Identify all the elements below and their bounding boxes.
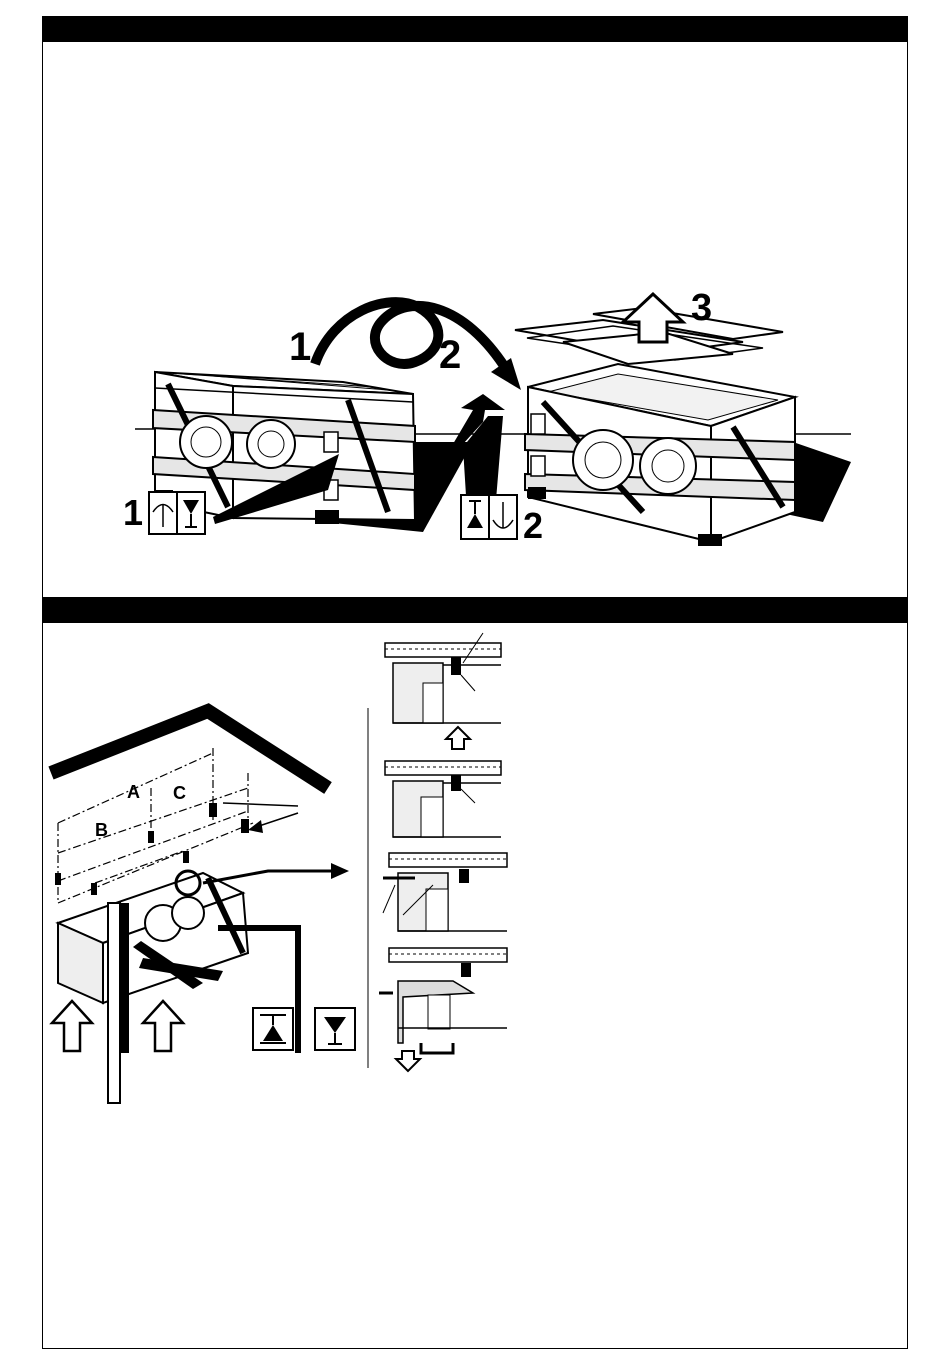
dimension-b: B <box>95 820 108 840</box>
handling-symbols-mount <box>253 1008 355 1050</box>
mounting-illustration: A C B <box>43 623 907 1348</box>
header-bar-2 <box>42 597 908 623</box>
detail-view-3 <box>383 853 507 931</box>
detail-view-1 <box>385 633 501 749</box>
arrow-label-2: 2 <box>439 333 461 377</box>
step-number-2: 2 <box>523 505 543 546</box>
detail-view-4 <box>379 948 507 1071</box>
dimension-c: C <box>173 783 186 803</box>
header-bar-1 <box>42 16 908 42</box>
open-crate <box>525 364 851 546</box>
handling-symbols-right: 2 <box>461 495 543 546</box>
mounting-panel: A C B <box>43 623 907 1348</box>
unpacking-illustration: 1 1 2 <box>43 42 907 597</box>
detail-view-2 <box>385 761 501 837</box>
handling-symbols-left: 1 <box>123 492 205 534</box>
arrow-label-3: 3 <box>691 287 712 329</box>
crate-on-forklift <box>58 871 248 1103</box>
unpacking-panel: 1 1 2 <box>43 42 907 597</box>
dimension-a: A <box>127 782 140 802</box>
arrow-label-1: 1 <box>289 325 311 369</box>
step-number-1: 1 <box>123 492 143 533</box>
